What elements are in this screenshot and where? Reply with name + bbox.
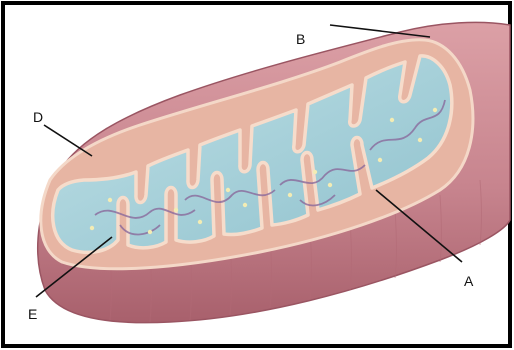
label-d: D bbox=[33, 109, 43, 125]
label-a: A bbox=[464, 273, 474, 289]
label-b: B bbox=[296, 31, 305, 47]
label-e: E bbox=[28, 306, 37, 322]
